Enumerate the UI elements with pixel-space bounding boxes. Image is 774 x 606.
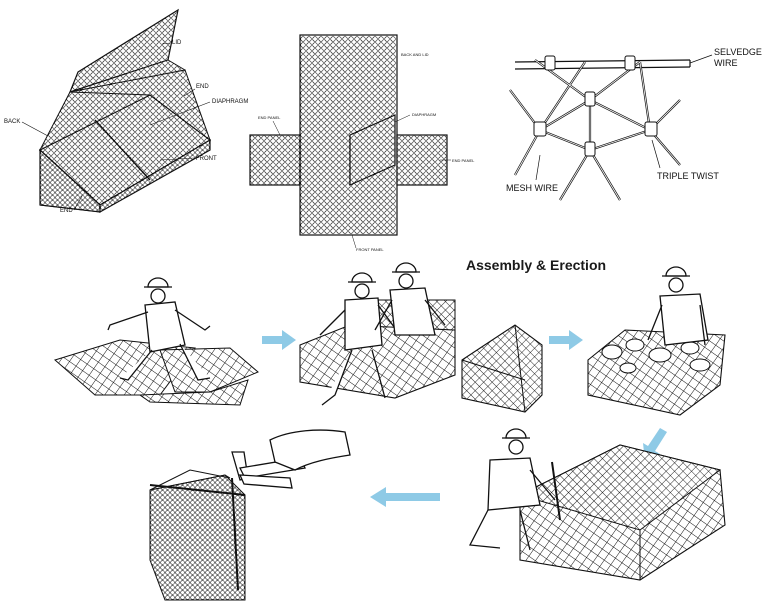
label-front: FRONT [196,156,217,162]
label-end-panel-left: END PANEL [258,115,281,120]
step-tie-edges [149,429,351,601]
label-lid: LID [172,40,182,46]
label-selvedge-2: WIRE [714,58,738,68]
plan-end-panel-right [396,134,448,186]
label-end-bottom: END [60,208,73,214]
step-unfold-panels [53,277,259,406]
step-close-lid [468,428,726,581]
label-selvedge-1: SELVEDGE [714,47,762,57]
arrow-1 [262,330,296,350]
label-back: BACK [4,119,20,125]
label-end-panel-right: END PANEL [452,158,475,163]
label-triple-twist: TRIPLE TWIST [657,171,719,181]
label-back-and-lid: BACK AND LID [401,52,429,57]
step-form-box [299,262,456,406]
step-fill-stones [587,266,726,416]
label-plan-diaphragm: DIAPHRAGM [412,112,436,117]
assembly-title: Assembly & Erection [466,257,606,273]
label-diaphragm: DIAPHRAGM [212,99,248,105]
arrow-4 [370,487,440,507]
plan-diaphragm [349,114,396,186]
gabion-plan-diagram: BACK AND LID DIAPHRAGM END PANEL END PAN… [249,34,475,252]
gabion-box-diagram: LID END DIAPHRAGM BACK FRONT END [4,8,248,214]
arrow-2 [549,330,583,350]
mesh-detail-diagram: SELVEDGE WIRE MESH WIRE TRIPLE TWIST [506,47,762,201]
label-end-top: END [196,84,209,90]
step-place-box [461,324,543,413]
label-mesh-wire: MESH WIRE [506,183,558,193]
label-front-panel: FRONT PANEL [356,247,384,252]
plan-end-panel-left [249,134,301,186]
